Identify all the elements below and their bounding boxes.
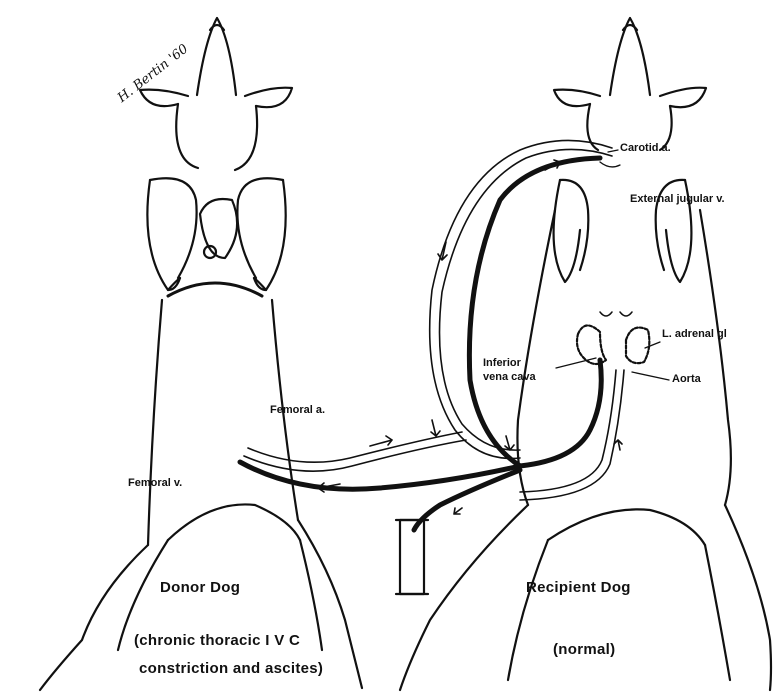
femoral-artery-tube (244, 432, 466, 471)
label-femoral-v: Femoral v. (128, 477, 182, 489)
label-carotid: Carotid a. (620, 142, 671, 154)
label-ivc-1: Inferior (483, 357, 521, 369)
label-external-jugular: External jugular v. (630, 193, 725, 205)
label-adrenal: L. adrenal gl (662, 328, 727, 340)
donor-title: Donor Dog (160, 580, 240, 597)
recipient-caption: (normal) (553, 642, 615, 659)
arterial-loop (430, 140, 612, 458)
label-ivc-2: vena cava (483, 371, 536, 383)
adrenal-glands (577, 312, 649, 364)
recipient-title: Recipient Dog (526, 580, 631, 597)
venous-line (240, 158, 601, 489)
aorta-tube (520, 370, 624, 500)
label-aorta: Aorta (672, 373, 701, 385)
label-femoral-a: Femoral a. (270, 404, 325, 416)
donor-caption-1: (chronic thoracic I V C (134, 633, 300, 650)
donor-caption-2: constriction and ascites) (139, 661, 323, 678)
